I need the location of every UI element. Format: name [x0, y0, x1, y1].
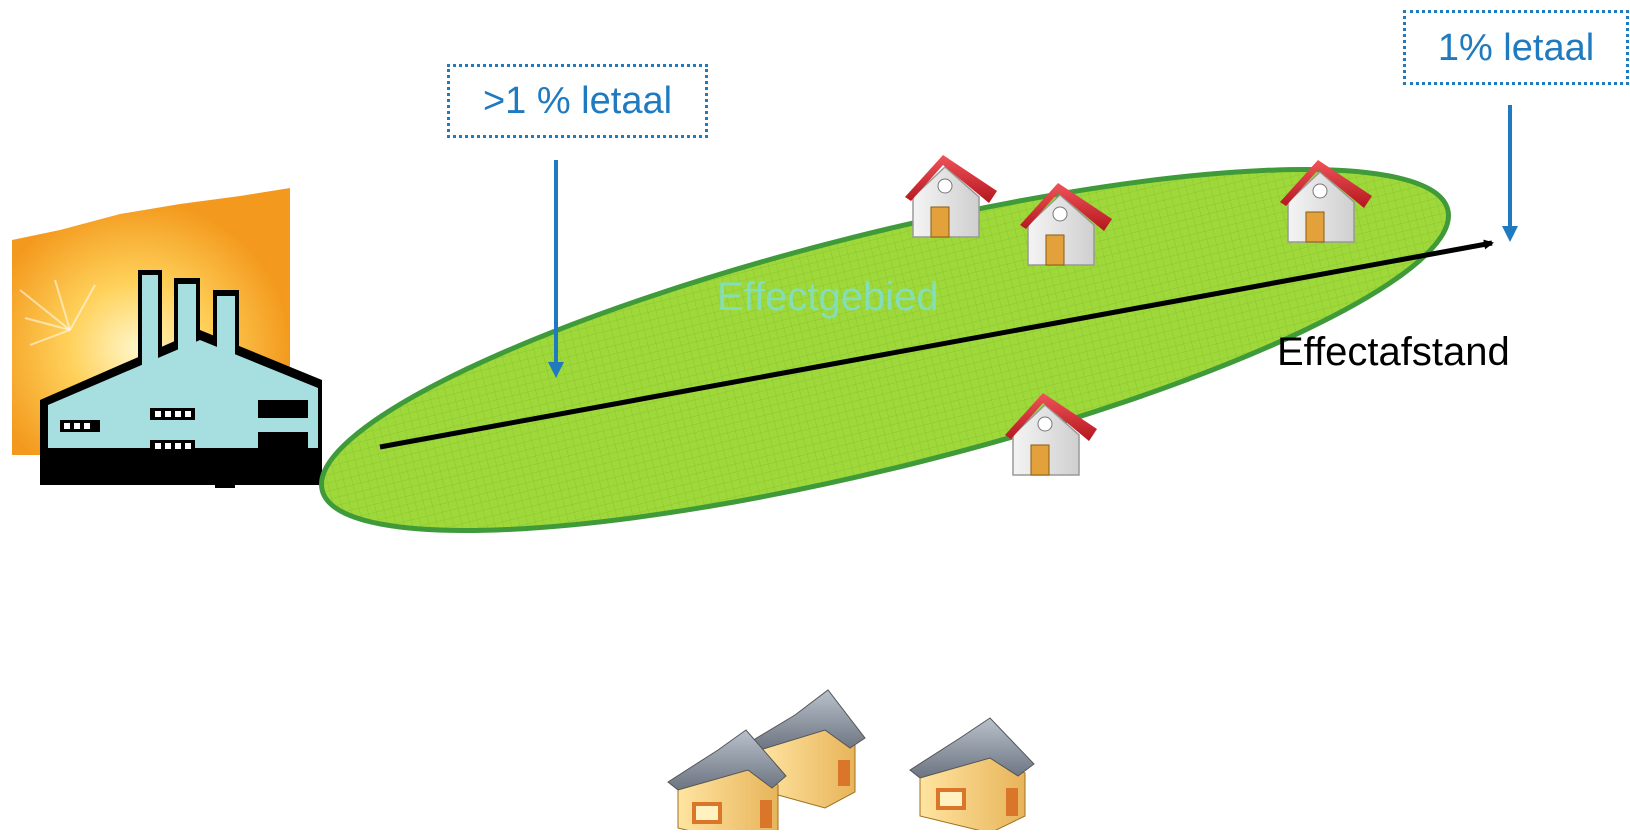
far-lethality-callout: 1% letaal	[1403, 10, 1629, 85]
factory-icon	[12, 188, 322, 488]
house-icon	[1020, 183, 1112, 266]
house-icon	[1005, 393, 1097, 476]
effect-area	[319, 167, 1451, 533]
near-pointer-arrow	[548, 160, 564, 378]
far-pointer-arrow	[1502, 105, 1518, 242]
residential-houses-icon	[667, 689, 1035, 835]
house-icon	[1280, 160, 1372, 243]
house-icon	[905, 155, 997, 238]
near-lethality-callout: >1 % letaal	[447, 64, 708, 138]
effect-area-label: Effectgebied	[717, 275, 939, 319]
effect-distance-label: Effectafstand	[1277, 330, 1510, 374]
effect-distance-arrow	[379, 239, 1494, 450]
